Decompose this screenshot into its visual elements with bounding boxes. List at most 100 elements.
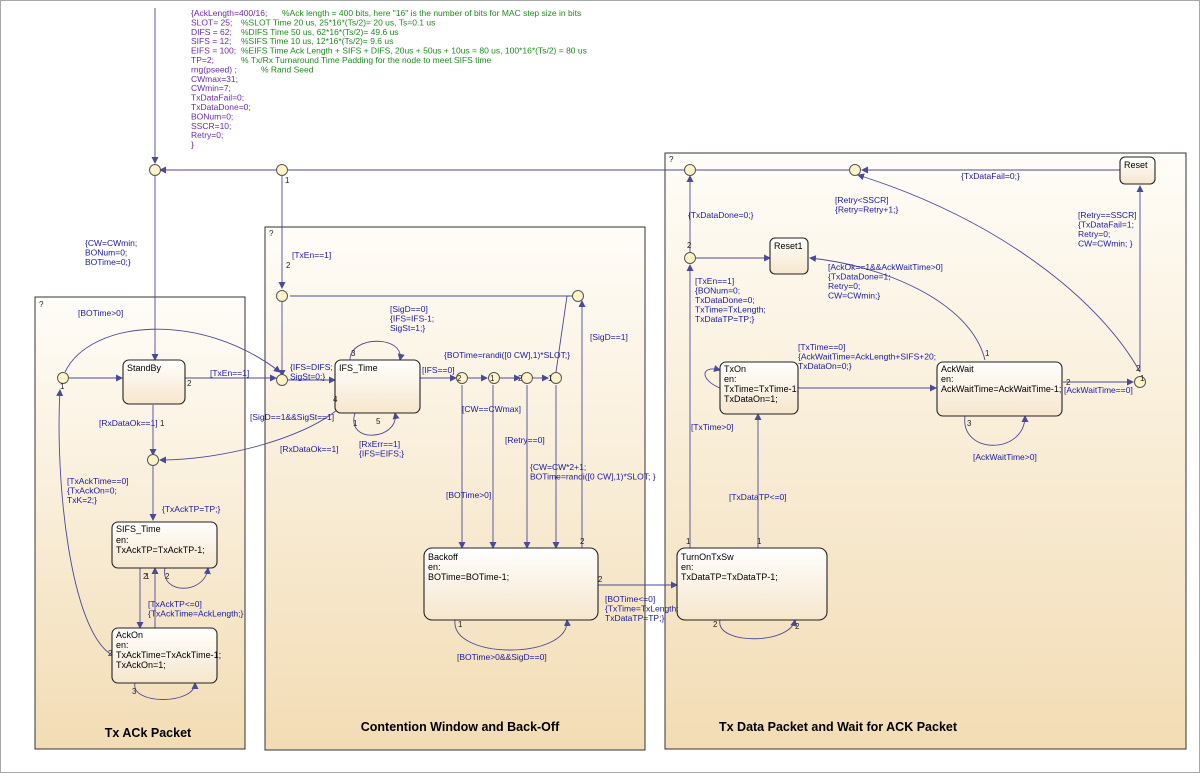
order-number: 1 (285, 176, 290, 185)
transition-label: [BOTime>0&&SigD==0] (457, 652, 547, 662)
transition-label: TxTime=TxLength; (695, 305, 766, 315)
order-number: 5 (376, 417, 381, 426)
transition-label: Retry=0; (1078, 229, 1110, 239)
init-code-line: TxDataFail=0; (191, 93, 244, 103)
transition-label: [Retry==SSCR] (1078, 210, 1137, 220)
junction (276, 290, 288, 302)
init-code-line: rng(pseed) ; (191, 64, 237, 74)
order-number: 2 (165, 572, 170, 581)
junction (456, 372, 468, 384)
state-name: IFS_Time (339, 363, 378, 373)
transition-label: SigSt=1;} (390, 323, 425, 333)
state-ack-on[interactable]: AckOn en: TxAckTime=TxAckTime-1; TxAckOn… (111, 627, 221, 684)
junction (488, 372, 500, 384)
state-turn-on-txsw[interactable]: TurnOnTxSw en: TxDataTP=TxDataTP-1; (676, 547, 828, 621)
transition-label: [TxAckTP<=0] (148, 599, 202, 609)
transition-label: [TxEn==1] (292, 250, 331, 260)
state-reset[interactable]: Reset (1119, 156, 1156, 185)
state-tx-on[interactable]: TxOn en: TxTime=TxTime-1; TxDataOn=1; (719, 361, 799, 415)
state-name: AckOn (116, 630, 143, 640)
group-contention (264, 226, 646, 751)
order-number: 1 (686, 537, 691, 546)
init-code-comment: % Tx/Rx Turnaround Time Padding for the … (241, 55, 492, 65)
junction (57, 372, 69, 384)
transition-label: {IFS=IFS-1; (390, 314, 434, 324)
transition-label: {TxDataFail=0;} (961, 171, 1020, 181)
transition-label: BONum=0; (85, 248, 127, 258)
transition-label: [SigD==1&&SigSt==1] (250, 412, 334, 422)
order-number: 2 (518, 374, 523, 383)
state-line: TxAckOn=1; (116, 660, 166, 670)
transition-label: CW=CWmin; } (1078, 239, 1133, 249)
transition-lines (56, 8, 1144, 700)
transition-label: {TxAckTime=AckLength;} (148, 609, 244, 619)
transition-label: TxDataTP=TP;} (695, 314, 754, 324)
order-number: 2 (795, 622, 800, 631)
state-name: Backoff (428, 552, 458, 562)
state-line: en: (116, 535, 129, 545)
junction (550, 372, 562, 384)
state-line: AckWaitTime=AckWaitTime-1; (941, 384, 1061, 394)
order-number: 2 (598, 575, 603, 584)
transition-label: [TxEn==1] (695, 276, 734, 286)
transition-label: [RxDataOk==1] (280, 444, 339, 454)
group-contention-title: Contention Window and Back-Off (361, 720, 560, 734)
junction (572, 290, 584, 302)
state-name: StandBy (127, 363, 162, 373)
init-code-line: CWmax=31; (191, 74, 238, 84)
junction (521, 372, 533, 384)
transition-label: Retry=0; (828, 281, 860, 291)
init-code-comment: %EIFS Time Ack Length + SIFS + DIFS, 20u… (241, 46, 587, 56)
transition-label: [BOTime>0] (78, 308, 123, 318)
transition-label: [SigD==1] (590, 332, 628, 342)
transition-label: {IFS=DIFS; (290, 362, 333, 372)
order-number: 4 (333, 395, 338, 404)
transition-label: [AckOk==1&&AckWaitTime>0] (828, 262, 943, 272)
order-number: 3 (351, 349, 356, 358)
order-number: 3 (967, 419, 972, 428)
init-code-comment: %Ack length = 400 bits, here "16" is the… (282, 8, 581, 18)
state-name: AckWait (941, 364, 974, 374)
state-line: en: (116, 640, 129, 650)
junction-connectors (57, 164, 1146, 466)
group-contention-marker: ? (269, 229, 274, 238)
transition-label: [Retry<SSCR] (835, 195, 889, 205)
init-code-block: {AckLength=400/16; %Ack length = 400 bits… (191, 8, 587, 150)
init-code-comment: %DIFS Time 50 us, 62*16*(Ts/2)= 49.6 us (241, 27, 399, 37)
state-ack-wait[interactable]: AckWait en: AckWaitTime=AckWaitTime-1; (936, 361, 1063, 417)
init-code-line: SLOT= 25; (191, 17, 232, 27)
state-sifs-time[interactable]: SIFS_Time en: TxAckTP=TxAckTP-1; (111, 521, 218, 569)
junction (849, 164, 861, 176)
order-number: 1 (985, 349, 990, 358)
order-number: 1 (1140, 374, 1145, 383)
transition-label: BOTime=randi([0 CW],1)*SLOT; } (530, 472, 656, 482)
junction (276, 374, 288, 386)
state-standby[interactable]: StandBy (122, 359, 186, 405)
transition-label: [CW==CWmax] (462, 404, 521, 414)
junction (1134, 376, 1146, 388)
junction (276, 164, 288, 176)
state-backoff[interactable]: Backoff en: BOTime=BOTime-1; (423, 547, 599, 621)
state-name: Reset1 (774, 241, 803, 251)
init-code-line: {AckLength=400/16; (191, 8, 267, 18)
transition-label: {AckWaitTime=AckLength+SIFS+20; (798, 352, 936, 362)
state-line: BOTime=BOTime-1; (428, 572, 509, 582)
state-reset1[interactable]: Reset1 (769, 237, 809, 275)
transition-label: [Retry==0] (505, 435, 545, 445)
init-code-comment: %SLOT Time 20 us, 25*16*(Ts/2)= 20 us, T… (241, 17, 435, 27)
init-code-comment: % Rand Seed (261, 64, 314, 74)
order-number: 2 (687, 241, 692, 250)
transition-label: [AckWaitTime==0] (1064, 385, 1133, 395)
init-code-line: EIFS = 100; (191, 46, 236, 56)
init-code-line: SIFS = 12; (191, 36, 231, 46)
init-code-line: TxDataDone=0; (191, 102, 251, 112)
state-ifs-time[interactable]: IFS_Time (334, 359, 421, 414)
transition-label: {TxAckOn=0; (67, 486, 117, 496)
state-line: TxTime=TxTime-1; (724, 384, 799, 394)
transition-label: {TxAckTP=TP;} (162, 504, 220, 514)
transition-label: [IFS==0] (422, 365, 455, 375)
group-tx-data (664, 152, 1187, 750)
order-number: 1 (490, 374, 495, 383)
state-name: Reset (1124, 160, 1148, 170)
